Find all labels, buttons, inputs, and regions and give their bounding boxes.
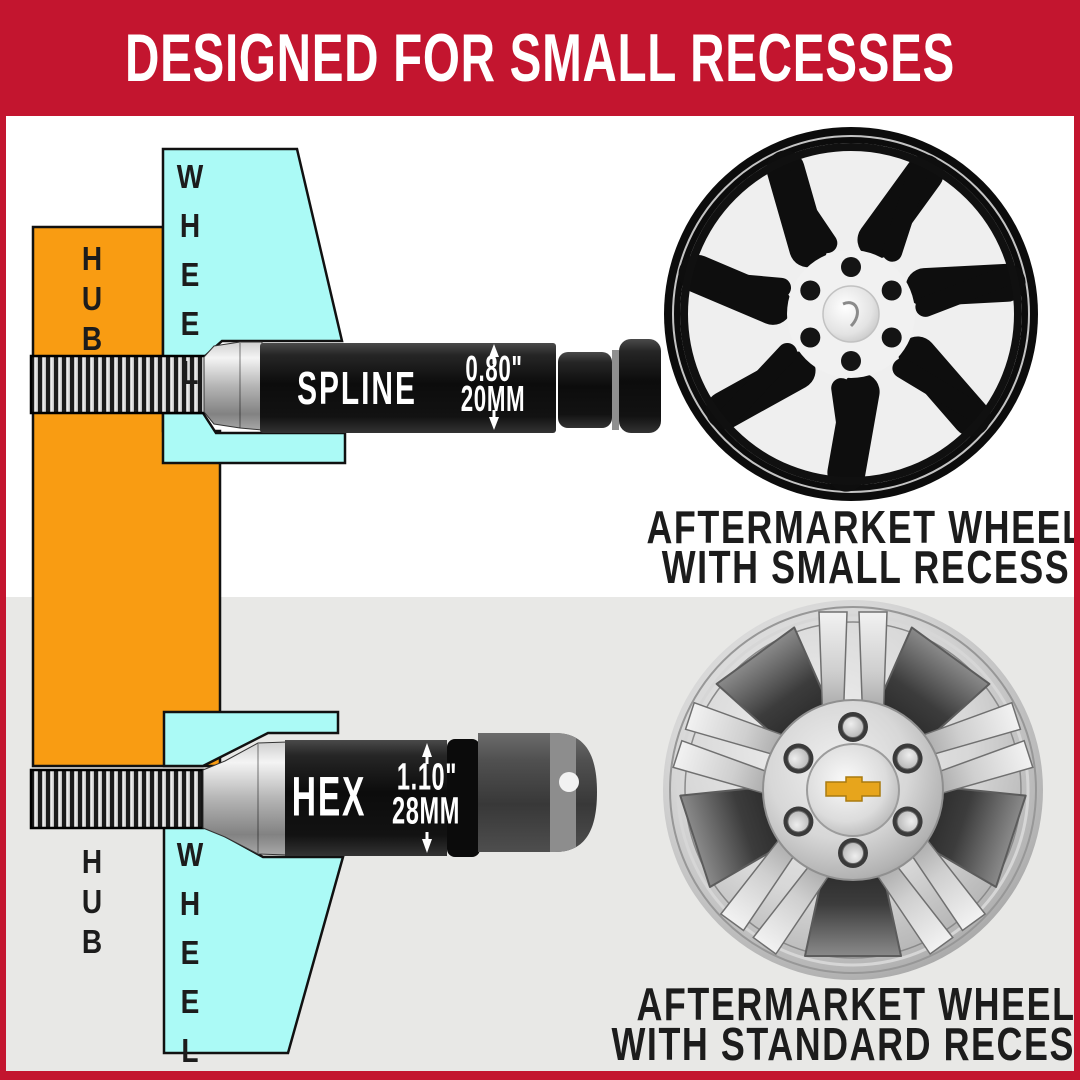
hex-nut-end-ring: [447, 739, 480, 857]
wheel-cross-section-bottom-upper: [162, 710, 340, 768]
wheel-photo-small-recess: [664, 127, 1038, 501]
socket-hole: [559, 772, 579, 792]
frame-left: [0, 0, 6, 1080]
nut-size-mm-bottom: 28MM: [392, 790, 460, 833]
measure-arrow-up-icon: [422, 743, 432, 764]
center-cap: [822, 285, 880, 343]
nut-type-label-bottom: HEX: [291, 764, 367, 828]
caption-bottom-line1: AFTERMARKET WHEEL: [636, 978, 1076, 1030]
wheel-label-top: WHEEL: [174, 158, 206, 403]
caption-top-line2: WITH SMALL RECESS: [661, 541, 1071, 593]
spline-end-cap: [619, 339, 661, 433]
frame-right: [1074, 0, 1080, 1080]
nut-size-mm-top: 20MM: [460, 378, 526, 419]
nut-type-label-top: SPLINE: [297, 362, 417, 414]
wheel-label-bottom: WHEEL: [174, 836, 206, 1080]
hub-label-bottom: HUB: [76, 843, 108, 963]
measure-arrow-down-icon: [489, 410, 499, 430]
caption-top-line1: AFTERMARKET WHEEL: [646, 501, 1080, 553]
impact-socket: [478, 733, 597, 852]
measure-arrow-down-icon: [422, 832, 432, 853]
hub-label-top: HUB: [76, 240, 108, 360]
caption-bottom-line2: WITH STANDARD RECESS: [611, 1018, 1080, 1070]
nut-size-inches-top: 0.80": [465, 348, 523, 389]
title-banner: [0, 0, 1080, 116]
wheel-stud-top: [29, 354, 207, 415]
spline-nut-body: [260, 343, 556, 433]
chevrolet-bowtie-icon: [825, 776, 881, 802]
nut-size-inches-bottom: 1.10": [396, 756, 458, 799]
wheel-stud-bottom: [29, 768, 205, 830]
frame-bottom: [0, 1071, 1080, 1080]
wheel-photo-standard-recess: [663, 600, 1043, 980]
measure-arrow-up-icon: [489, 344, 499, 364]
seat-cone-top: [203, 341, 263, 431]
spline-collar-ring: [612, 350, 619, 430]
spline-grooves: [558, 352, 612, 428]
hex-nut-body: [285, 740, 447, 856]
banner-title: DESIGNED FOR SMALL RECESSES: [125, 20, 955, 96]
